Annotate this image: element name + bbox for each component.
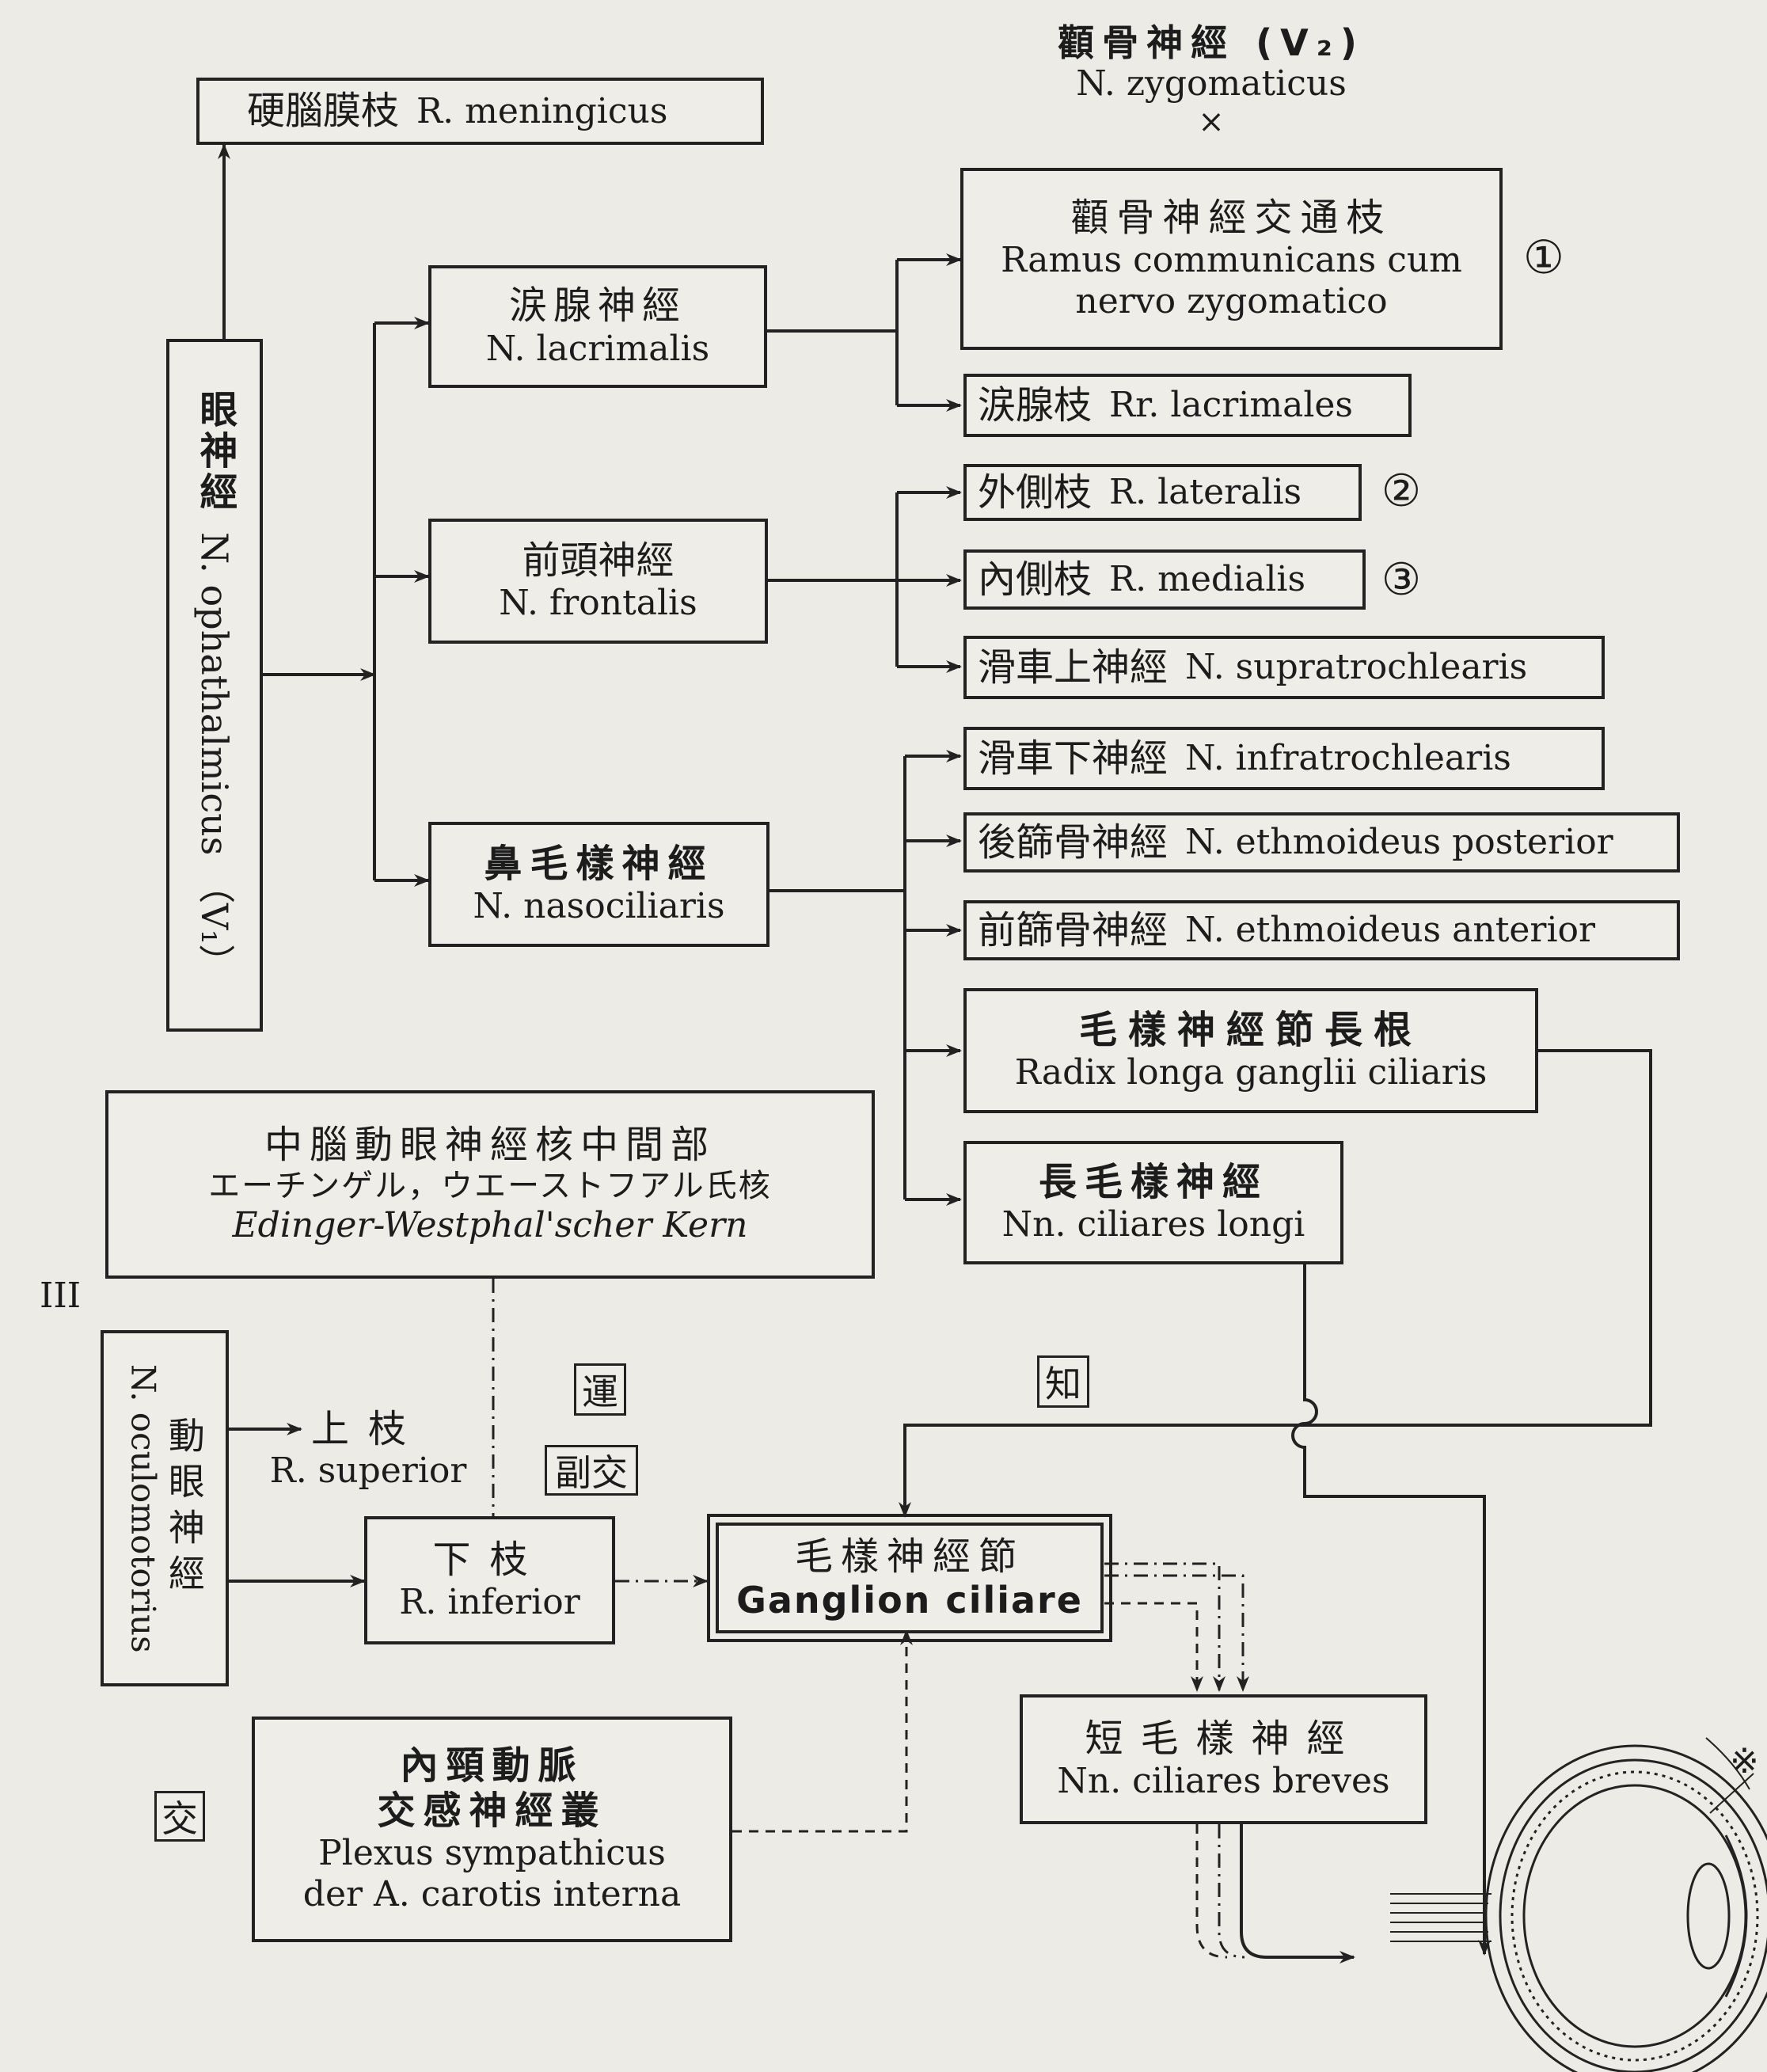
nasociliary-jp: 鼻毛樣神經 [484, 841, 714, 886]
supratroch-jp: 滑車上神經 [978, 644, 1168, 690]
lacrimal-la: N. lacrimalis [485, 328, 710, 369]
oculomotor-jp: 動眼神經 [162, 1416, 206, 1600]
tag-parasympathetic: 副交 [545, 1445, 638, 1496]
box-nasociliary-nerve: 鼻毛樣神經 N. nasociliaris [428, 822, 770, 947]
eye-reference-mark: ※ [1730, 1741, 1759, 1781]
superior-branch-label: 上枝 R. superior [249, 1407, 487, 1492]
plexus-jp1: 內頸動脈 [400, 1743, 584, 1788]
box-medial-branch: 內側枝 R. medialis [963, 549, 1366, 610]
zygomatic-nerve-label: 顴骨神經 (V₂) N. zygomaticus × [1029, 21, 1393, 141]
ew-jp1: 中腦動眼神經核中間部 [264, 1123, 716, 1168]
zygo-comm-jp: 顴骨神經交通枝 [1070, 195, 1393, 240]
infratroch-jp: 滑車下神經 [978, 736, 1168, 781]
box-lacrimal-branches: 涙腺枝 Rr. lacrimales [963, 374, 1412, 437]
box-ophthalmic-nerve: 眼神經 N. ophathalmicus （V₁） [166, 339, 263, 1032]
ophthalmic-text: 眼神經 N. ophathalmicus （V₁） [192, 390, 238, 981]
box-long-ciliary: 長毛樣神經 Nn. ciliares longi [963, 1141, 1343, 1264]
tag-sympathetic: 交 [154, 1791, 205, 1842]
box-anterior-ethmoid: 前篩骨神經 N. ethmoideus anterior [963, 900, 1680, 960]
long-root-jp: 毛樣神經節長根 [1078, 1007, 1423, 1052]
box-long-root: 毛樣神經節長根 Radix longa ganglii ciliaris [963, 988, 1538, 1113]
frontal-la: N. frontalis [499, 583, 697, 624]
tag-motor: 運 [574, 1363, 626, 1416]
box-edinger-westphal: 中腦動眼神經核中間部 エーチンゲル，ウエーストフアル氏核 Edinger-Wes… [105, 1090, 875, 1279]
short-cil-jp: 短毛樣神經 [1085, 1716, 1362, 1761]
box-oculomotor-nerve: N. oculomotorius 動眼神經 [101, 1330, 229, 1686]
cross-mark: × [1198, 104, 1225, 141]
zygo-comm-la1: Ramus communicans cum [1001, 240, 1462, 281]
long-root-la: Radix longa ganglii ciliaris [1014, 1052, 1488, 1093]
plexus-la2: der A. carotis interna [302, 1874, 682, 1915]
inferior-jp: 下枝 [432, 1537, 547, 1582]
zygomatic-jp: 顴骨神經 (V₂) [1058, 21, 1365, 64]
supratroch-la: N. supratrochlearis [1185, 647, 1528, 688]
meningeal-jp: 硬腦膜枝 [247, 89, 400, 134]
oculomotor-la: N. oculomotorius [124, 1363, 163, 1653]
circled-number-3: ③ [1381, 553, 1422, 606]
post-ethm-la: N. ethmoideus posterior [1185, 822, 1613, 863]
box-meningeal-branch: 硬腦膜枝 R. meningicus [196, 78, 764, 145]
inferior-la: R. inferior [399, 1582, 580, 1623]
ew-la: Edinger-Westphal'scher Kern [232, 1204, 748, 1245]
infratroch-la: N. infratrochlearis [1185, 738, 1511, 779]
box-infratrochlear: 滑車下神經 N. infratrochlearis [963, 727, 1605, 790]
ew-jp2: エーチンゲル，ウエーストフアル氏核 [208, 1167, 772, 1204]
lateral-la: R. lateralis [1109, 472, 1302, 513]
box-frontal-nerve: 前頭神經 N. frontalis [428, 519, 768, 644]
eye-illustration [1390, 1737, 1767, 2072]
long-cil-jp: 長毛樣神經 [1038, 1159, 1268, 1204]
box-zygomatic-communicating: 顴骨神經交通枝 Ramus communicans cum nervo zygo… [960, 168, 1503, 350]
roman-numeral-iii: III [40, 1276, 82, 1316]
meningeal-la: R. meningicus [416, 90, 668, 131]
ant-ethm-jp: 前篩骨神經 [978, 907, 1168, 952]
plexus-la1: Plexus sympathicus [318, 1833, 666, 1874]
medial-jp: 內側枝 [978, 557, 1092, 602]
post-ethm-jp: 後篩骨神經 [978, 819, 1168, 865]
superior-la: R. superior [269, 1450, 467, 1492]
short-cil-la: Nn. ciliares breves [1057, 1761, 1390, 1802]
box-sympathetic-plexus: 內頸動脈 交感神經叢 Plexus sympathicus der A. car… [252, 1717, 732, 1942]
tag-sensory: 知 [1037, 1355, 1089, 1408]
ganglion-la: Ganglion ciliare [736, 1579, 1083, 1622]
circled-number-2: ② [1381, 465, 1422, 517]
frontal-jp: 前頭神經 [522, 538, 674, 583]
box-ciliary-ganglion: 毛樣神經節 Ganglion ciliare [707, 1514, 1112, 1642]
ant-ethm-la: N. ethmoideus anterior [1185, 910, 1596, 951]
ganglion-jp: 毛樣神經節 [794, 1534, 1024, 1579]
box-lateral-branch: 外側枝 R. lateralis [963, 464, 1362, 521]
ophthalmic-la: N. ophathalmicus （V₁） [193, 532, 237, 981]
zygomatic-la: N. zygomaticus [1076, 63, 1347, 104]
zygo-comm-la2: nervo zygomatico [1075, 281, 1388, 322]
lacrimal-rr-la: Rr. lacrimales [1109, 385, 1354, 426]
superior-jp: 上枝 [310, 1407, 425, 1451]
box-lacrimal-nerve: 涙腺神經 N. lacrimalis [428, 265, 767, 388]
box-short-ciliary: 短毛樣神經 Nn. ciliares breves [1020, 1694, 1427, 1824]
box-supratrochlear: 滑車上神經 N. supratrochlearis [963, 636, 1605, 699]
box-inferior-branch: 下枝 R. inferior [364, 1516, 615, 1644]
medial-la: R. medialis [1109, 559, 1306, 600]
lacrimal-jp: 涙腺神經 [508, 283, 686, 329]
circled-number-1: ① [1523, 230, 1564, 284]
box-posterior-ethmoid: 後篩骨神經 N. ethmoideus posterior [963, 812, 1680, 873]
plexus-jp2: 交感神經叢 [377, 1788, 607, 1833]
nasociliary-la: N. nasociliaris [473, 886, 725, 927]
ophthalmic-jp: 眼神經 [192, 390, 238, 514]
lateral-jp: 外側枝 [978, 470, 1092, 515]
long-cil-la: Nn. ciliares longi [1001, 1204, 1305, 1245]
lacrimal-rr-jp: 涙腺枝 [978, 382, 1092, 428]
